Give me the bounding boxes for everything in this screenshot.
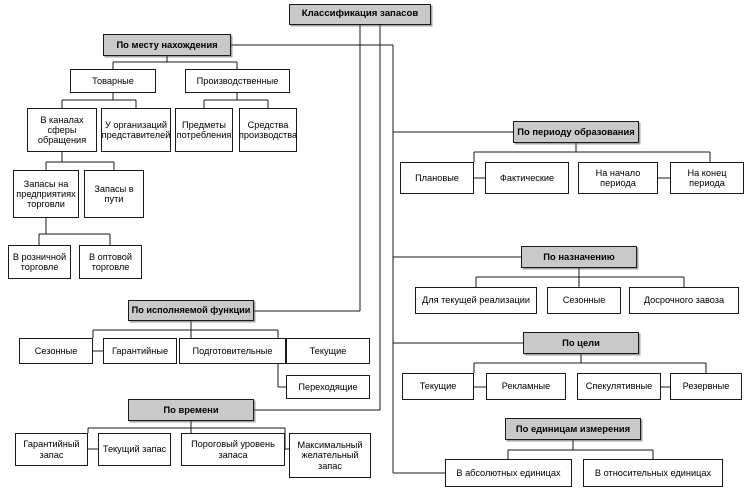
- node-podgotovitelnye[interactable]: Подготовительные: [179, 338, 286, 364]
- node-rezervnye[interactable]: Резервные: [670, 373, 742, 400]
- node-perehodyashchie[interactable]: Переходящие: [286, 375, 370, 399]
- node-dlya-tekushchej-realizacii[interactable]: Для текущей реализации: [415, 287, 537, 314]
- node-dosrochnogo-zavoza[interactable]: Досрочного завоза: [629, 287, 739, 314]
- node-spekulyativnye[interactable]: Спекулятивные: [577, 373, 661, 400]
- node-garantijnye[interactable]: Гарантийные: [103, 338, 177, 364]
- node-proizvodstvennye[interactable]: Производственные: [185, 69, 290, 93]
- branch-header-po-vremeni[interactable]: По времени: [128, 399, 254, 421]
- branch-header-po-periodu-obrazovaniya[interactable]: По периоду образования: [513, 121, 639, 143]
- node-porogovyj-uroven-zapasa[interactable]: Пороговый уровень запаса: [181, 433, 285, 466]
- node-tovarnye[interactable]: Товарные: [70, 69, 156, 93]
- node-tekushchie-cel[interactable]: Текущие: [402, 373, 474, 400]
- node-zapasy-v-puti[interactable]: Запасы в пути: [84, 170, 144, 218]
- node-maksimalnyj-zhelatelnyj-zapas[interactable]: Максимальный желательный запас: [289, 433, 371, 478]
- branch-header-po-ispolnyaemoj-funkcii[interactable]: По исполняемой функции: [128, 300, 254, 321]
- branch-header-po-naznacheniyu[interactable]: По назначению: [521, 246, 637, 268]
- node-predmety-potrebleniya[interactable]: Предметы потребления: [175, 108, 233, 152]
- node-tekushchie-funkciya[interactable]: Текущие: [286, 338, 370, 364]
- node-zapasy-na-predpriyatiyah-torgovli[interactable]: Запасы на предприятиях торговли: [13, 170, 79, 218]
- node-v-roznichnoj-torgovle[interactable]: В розничной торговле: [8, 245, 71, 279]
- node-na-konec-perioda[interactable]: На конец периода: [670, 162, 744, 194]
- node-reklamnye[interactable]: Рекламные: [486, 373, 566, 400]
- node-garantijnyj-zapas[interactable]: Гарантийный запас: [15, 433, 88, 466]
- node-sredstva-proizvodstva[interactable]: Средства производства: [239, 108, 297, 152]
- node-planovye[interactable]: Плановые: [400, 162, 474, 194]
- node-tekushchij-zapas[interactable]: Текущий запас: [98, 433, 171, 466]
- node-fakticheskie[interactable]: Фактические: [485, 162, 569, 194]
- node-na-nachalo-perioda[interactable]: На начало периода: [578, 162, 658, 194]
- node-u-organizacij-predstavitelej[interactable]: У организаций представителей: [101, 108, 171, 152]
- branch-header-po-edinicam-izmereniya[interactable]: По единицам измерения: [505, 418, 641, 440]
- node-v-optovoj-torgovle[interactable]: В оптовой торговле: [79, 245, 142, 279]
- node-sezonnye-naznachenie[interactable]: Сезонные: [547, 287, 621, 314]
- root-node[interactable]: Классификация запасов: [289, 4, 431, 25]
- node-v-kanalah-sfery-obrashcheniya[interactable]: В каналах сферы обращения: [27, 108, 97, 152]
- branch-header-po-mestu-nahozhdeniya[interactable]: По месту нахождения: [103, 34, 231, 56]
- node-sezonnye-funkciya[interactable]: Сезонные: [19, 338, 93, 364]
- branch-header-po-celi[interactable]: По цели: [523, 332, 639, 354]
- node-v-absolyutnyh-edinicah[interactable]: В абсолютных единицах: [445, 459, 572, 487]
- node-v-otnositelnyh-edinicah[interactable]: В относительных единицах: [583, 459, 723, 487]
